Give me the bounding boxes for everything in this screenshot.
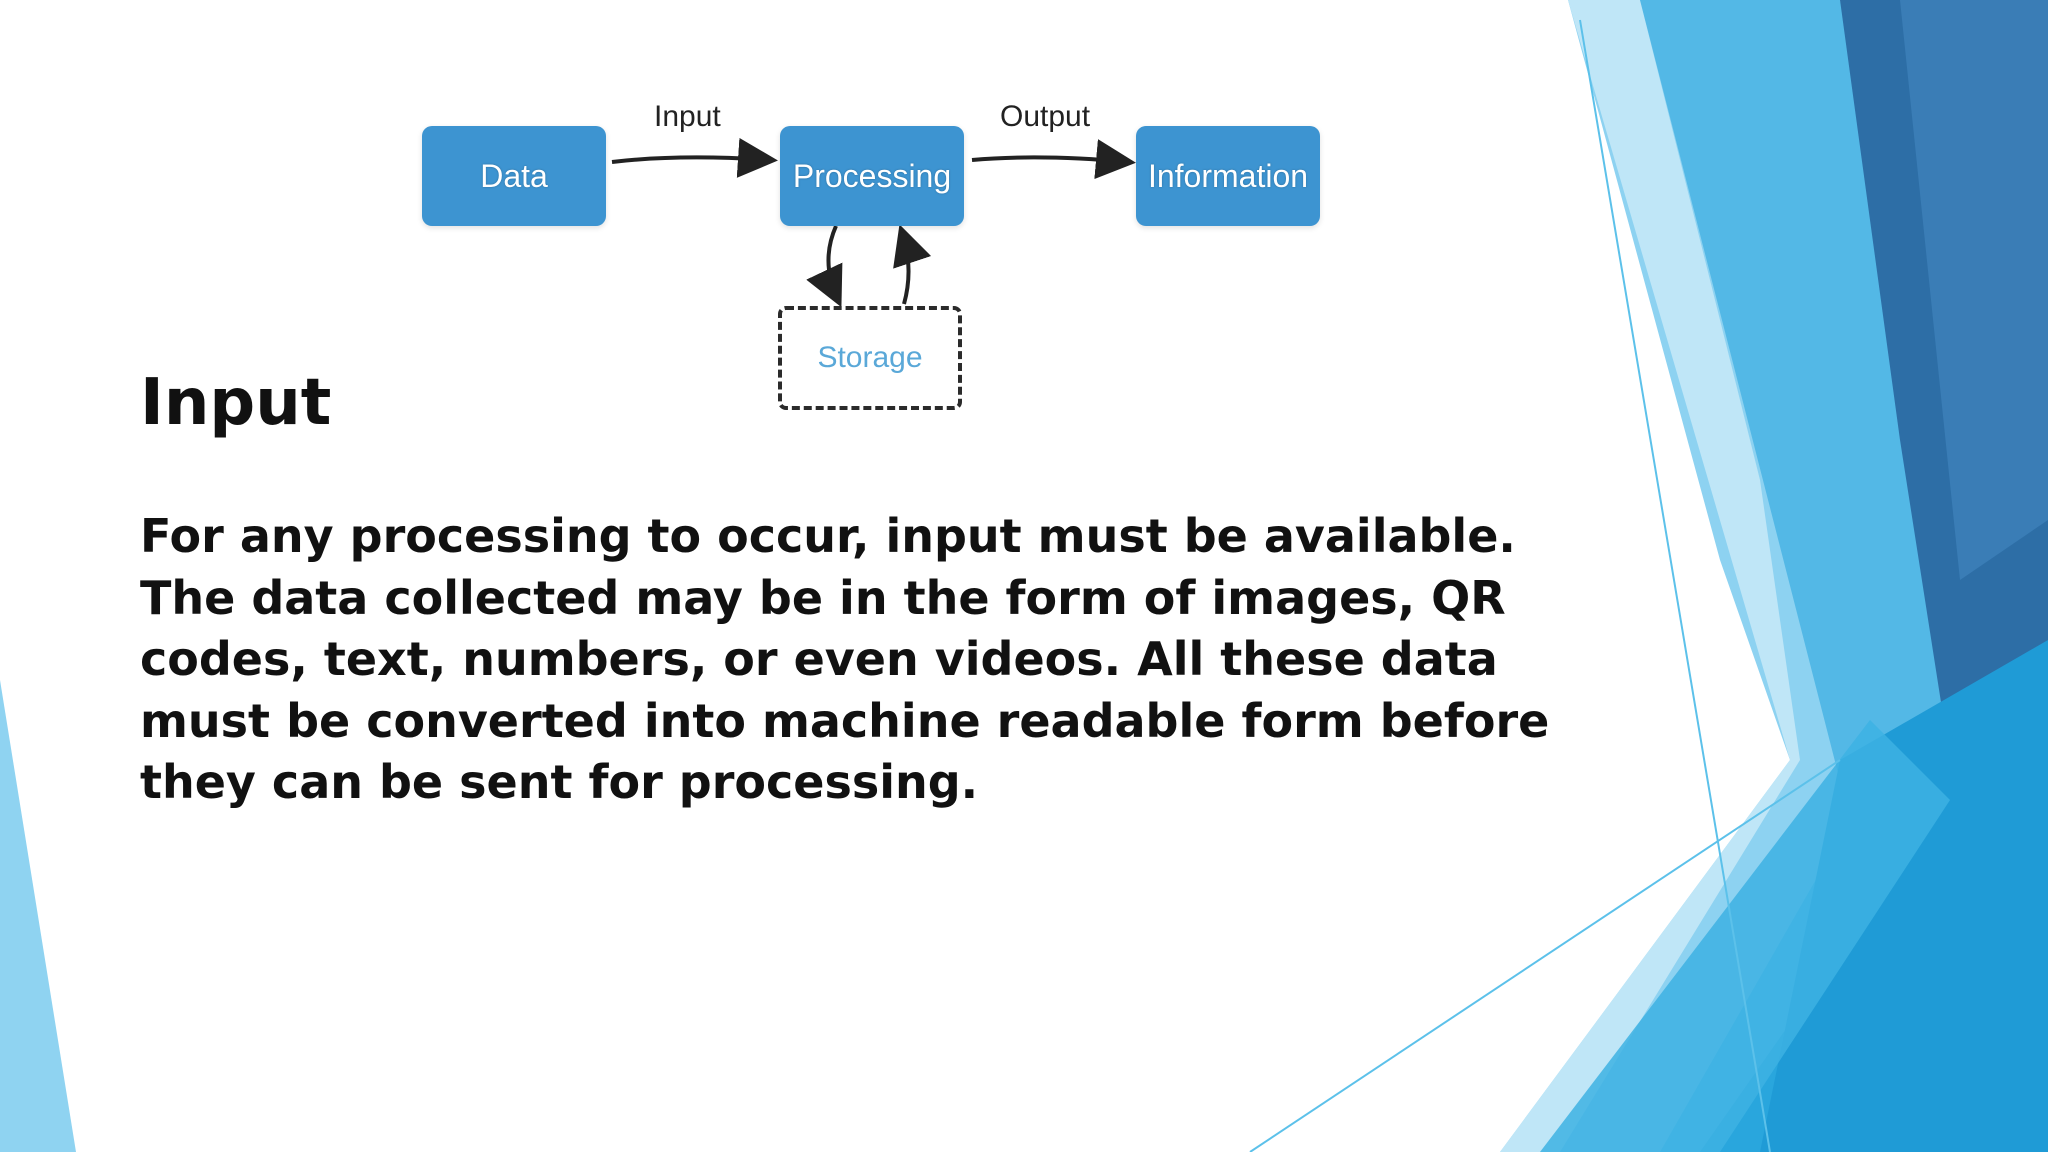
output-arrow <box>971 139 1136 180</box>
output-edge-label: Output <box>1000 100 1091 133</box>
right-facet-bright <box>1540 720 1950 1152</box>
from-storage-arrow <box>893 224 932 305</box>
diagram-arrows <box>611 137 1136 308</box>
information-node: Information <box>1136 126 1320 226</box>
slide-body-text: For any processing to occur, input must … <box>140 509 1550 809</box>
to-storage-arrow <box>806 225 843 308</box>
decor-line-diagonal <box>1249 759 1841 1152</box>
input-arrow <box>611 137 778 178</box>
input-edge-label: Input <box>654 100 721 133</box>
data-processing-diagram: Input Output Data Processing Information… <box>380 100 1350 430</box>
processing-node: Processing <box>780 126 964 226</box>
storage-node: Storage <box>778 306 962 410</box>
right-facet-mid <box>1900 0 2048 580</box>
right-facet-blue <box>1760 640 2048 1152</box>
left-accent-shape <box>0 680 76 1152</box>
decor-line-vertical <box>1579 19 1771 1152</box>
right-facet-pale <box>1500 0 1800 1152</box>
data-node: Data <box>422 126 606 226</box>
slide-title: Input <box>140 366 332 440</box>
